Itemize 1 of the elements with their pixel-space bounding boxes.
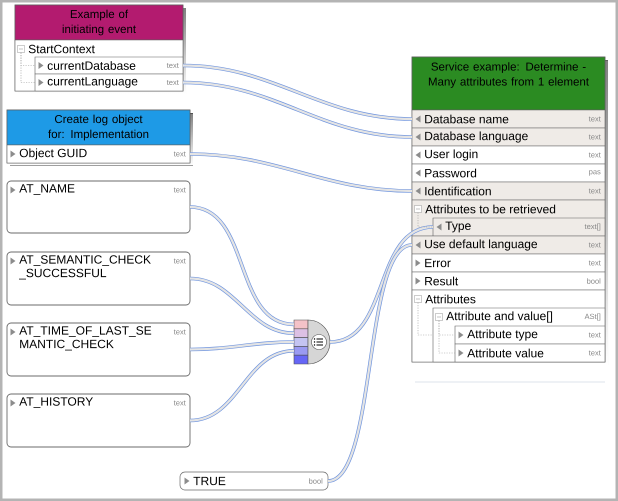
- merge-symbol: [294, 320, 330, 364]
